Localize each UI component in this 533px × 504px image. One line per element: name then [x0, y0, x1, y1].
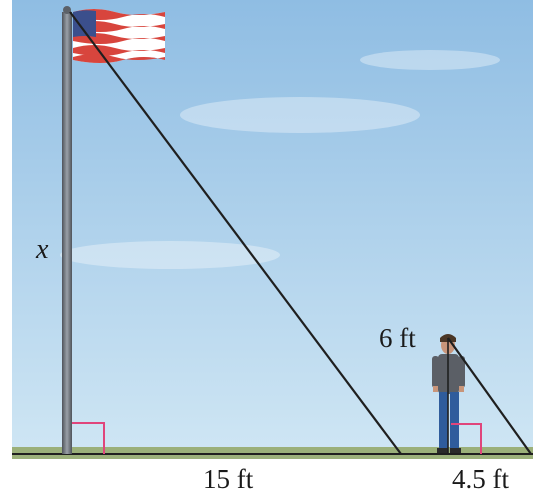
- pole-shadow-ray: [69, 11, 402, 455]
- person-shadow-ray: [447, 337, 532, 455]
- person-shadow-label: 4.5 ft: [452, 464, 509, 494]
- clouds: [60, 50, 500, 269]
- pole-right-angle-marker: [72, 422, 105, 454]
- person-height-label: 6 ft: [379, 323, 416, 353]
- flag-pole: [62, 12, 72, 454]
- pole-height-label: x: [36, 234, 49, 265]
- pole-shadow-label: 15 ft: [203, 464, 254, 494]
- pole-finial: [63, 6, 71, 14]
- person-right-angle-marker: [451, 423, 482, 454]
